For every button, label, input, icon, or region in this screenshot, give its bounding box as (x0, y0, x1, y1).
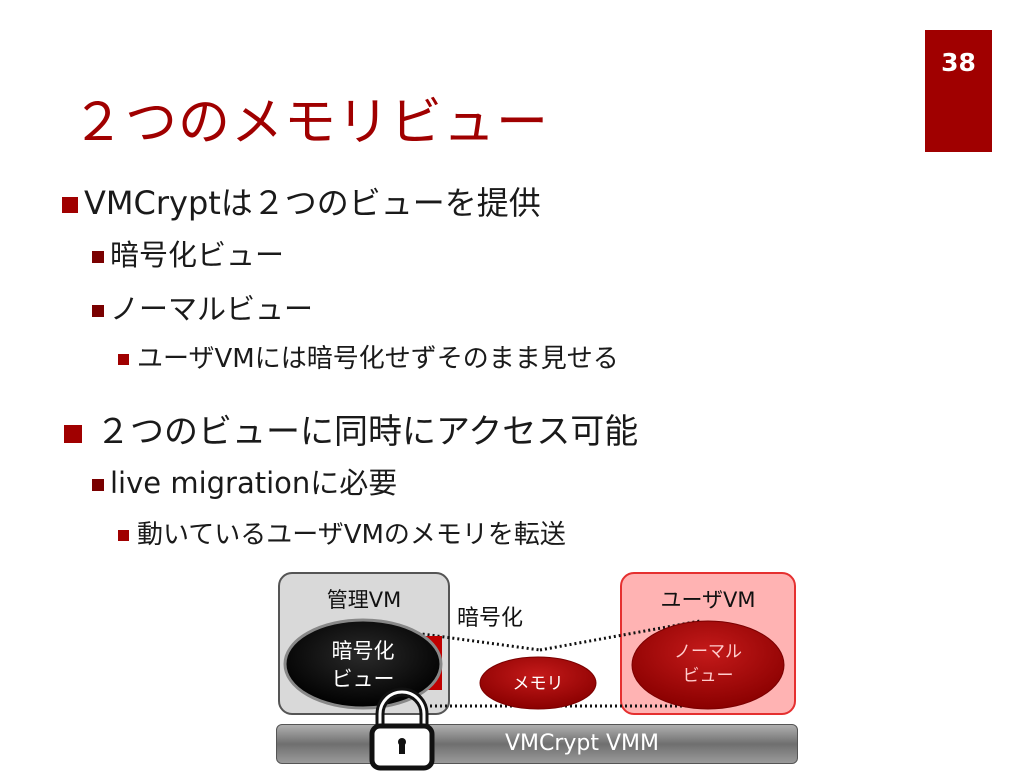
bullet-1: VMCryptは２つのビューを提供 (62, 178, 541, 224)
bullet-marker (62, 197, 78, 213)
bullet-1-1-text: 暗号化ビュー (110, 238, 285, 272)
vmm-bar: VMCrypt VMM (276, 724, 798, 764)
bullet-marker (92, 479, 104, 491)
bullet-2-text: ２つのビューに同時にアクセス可能 (96, 412, 639, 452)
bullet-2-1: live migrationに必要 (92, 460, 397, 502)
bullet-1-text: VMCryptは２つのビューを提供 (84, 184, 541, 222)
admin-vm-label: 管理VM (326, 588, 402, 612)
normal-view-ellipse (631, 620, 785, 710)
bullet-marker (92, 251, 104, 263)
bullet-2-1-text: live migrationに必要 (110, 466, 398, 500)
slide-title: ２つのメモリビュー (72, 93, 550, 153)
encrypted-view-line1: 暗号化 (331, 639, 395, 663)
bullet-2: ２つのビューに同時にアクセス可能 (64, 404, 638, 453)
dotted-line-encrypted (377, 626, 541, 652)
slide-number: 38 (925, 30, 992, 152)
encrypted-label: 暗号化 (457, 606, 524, 631)
bullet-marker (64, 424, 82, 443)
normal-view-line2: ビュー (682, 666, 734, 686)
memory-ellipse (479, 656, 597, 710)
encrypted-view-ellipse (283, 618, 443, 710)
normal-view-text: ノーマル ビュー (648, 640, 768, 688)
bullet-2-1-1-text: 動いているユーザVMのメモリを転送 (137, 520, 566, 550)
bullet-1-2-1-text: ユーザVMには暗号化せずそのまま見せる (137, 344, 619, 374)
normal-view-line1: ノーマル (674, 642, 742, 662)
bullet-1-1: 暗号化ビュー (92, 232, 284, 274)
bullet-2-1-1: 動いているユーザVMのメモリを転送 (118, 514, 566, 551)
bullet-1-2: ノーマルビュー (92, 286, 313, 328)
bullet-marker (118, 530, 129, 541)
lock-icon (369, 687, 435, 771)
bullet-1-2-text: ノーマルビュー (110, 292, 314, 326)
bullet-marker (92, 305, 104, 317)
vmm-label: VMCrypt VMM (504, 731, 660, 756)
bullet-1-2-1: ユーザVMには暗号化せずそのまま見せる (118, 338, 619, 375)
memory-text: メモリ (512, 674, 564, 694)
bullet-marker (118, 354, 129, 365)
user-vm-label: ユーザVM (660, 588, 756, 612)
encrypted-view-line2: ビュー (331, 667, 395, 691)
encrypted-view-text: 暗号化 ビュー (300, 637, 426, 693)
